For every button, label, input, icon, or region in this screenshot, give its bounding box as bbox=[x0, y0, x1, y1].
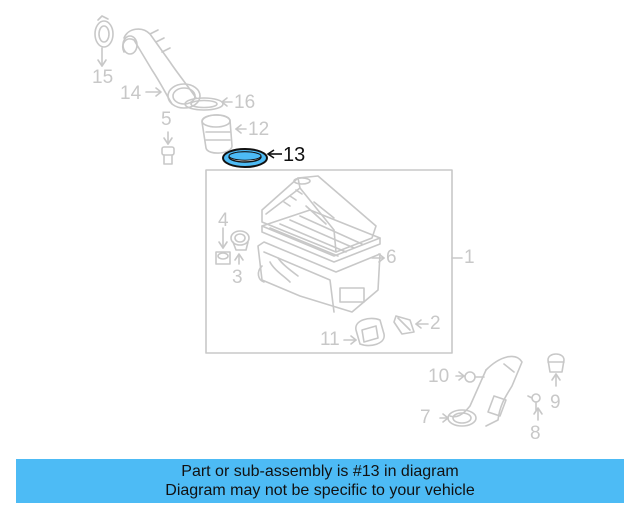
caption-line-disclaimer: Diagram may not be specific to your vehi… bbox=[165, 482, 475, 499]
part-2-clip bbox=[393, 315, 429, 335]
air-cleaner-lower-case bbox=[257, 241, 381, 313]
part-16-gasket bbox=[184, 97, 233, 111]
callout-7: 7 bbox=[420, 407, 431, 428]
part-4-grommet bbox=[215, 227, 231, 265]
part-6-filter-element bbox=[261, 209, 385, 263]
callout-9: 9 bbox=[550, 392, 561, 413]
part-5-bolt bbox=[161, 131, 175, 165]
callout-8: 8 bbox=[530, 423, 541, 444]
callout-16: 16 bbox=[234, 92, 256, 113]
part-1-assembly-frame bbox=[205, 169, 453, 354]
part-8-bolt bbox=[527, 393, 543, 421]
callout-15: 15 bbox=[92, 67, 114, 88]
callout-6: 6 bbox=[386, 247, 397, 268]
callout-5: 5 bbox=[161, 109, 172, 130]
part-14-intake-hose bbox=[121, 28, 201, 109]
part-10-bolt bbox=[455, 371, 485, 383]
callout-2: 2 bbox=[430, 313, 441, 334]
parts-diagram: 15 14 16 5 12 13 4 3 1 6 2 11 10 9 7 8 bbox=[92, 15, 565, 444]
part-3-bushing bbox=[230, 230, 250, 265]
part-13-gasket-highlighted[interactable] bbox=[222, 148, 282, 168]
part-12-sensor bbox=[201, 114, 247, 154]
diagram-caption-banner: Part or sub-assembly is #13 in diagram D… bbox=[16, 459, 624, 503]
air-cleaner-upper-case bbox=[261, 175, 377, 253]
callout-13[interactable]: 13 bbox=[283, 144, 306, 166]
callout-4: 4 bbox=[218, 210, 229, 231]
callout-3: 3 bbox=[232, 267, 243, 288]
callout-12: 12 bbox=[248, 119, 270, 140]
diagram-art bbox=[94, 15, 565, 427]
caption-line-part: Part or sub-assembly is #13 in diagram bbox=[181, 463, 459, 480]
part-9-nut bbox=[547, 353, 565, 387]
part-15-clamp bbox=[94, 15, 114, 67]
callout-10: 10 bbox=[428, 366, 450, 387]
callout-1: 1 bbox=[464, 247, 475, 268]
callout-14: 14 bbox=[120, 83, 142, 104]
part-11-seal bbox=[343, 317, 385, 347]
callout-11: 11 bbox=[320, 329, 340, 350]
part-7-duct bbox=[439, 355, 523, 427]
